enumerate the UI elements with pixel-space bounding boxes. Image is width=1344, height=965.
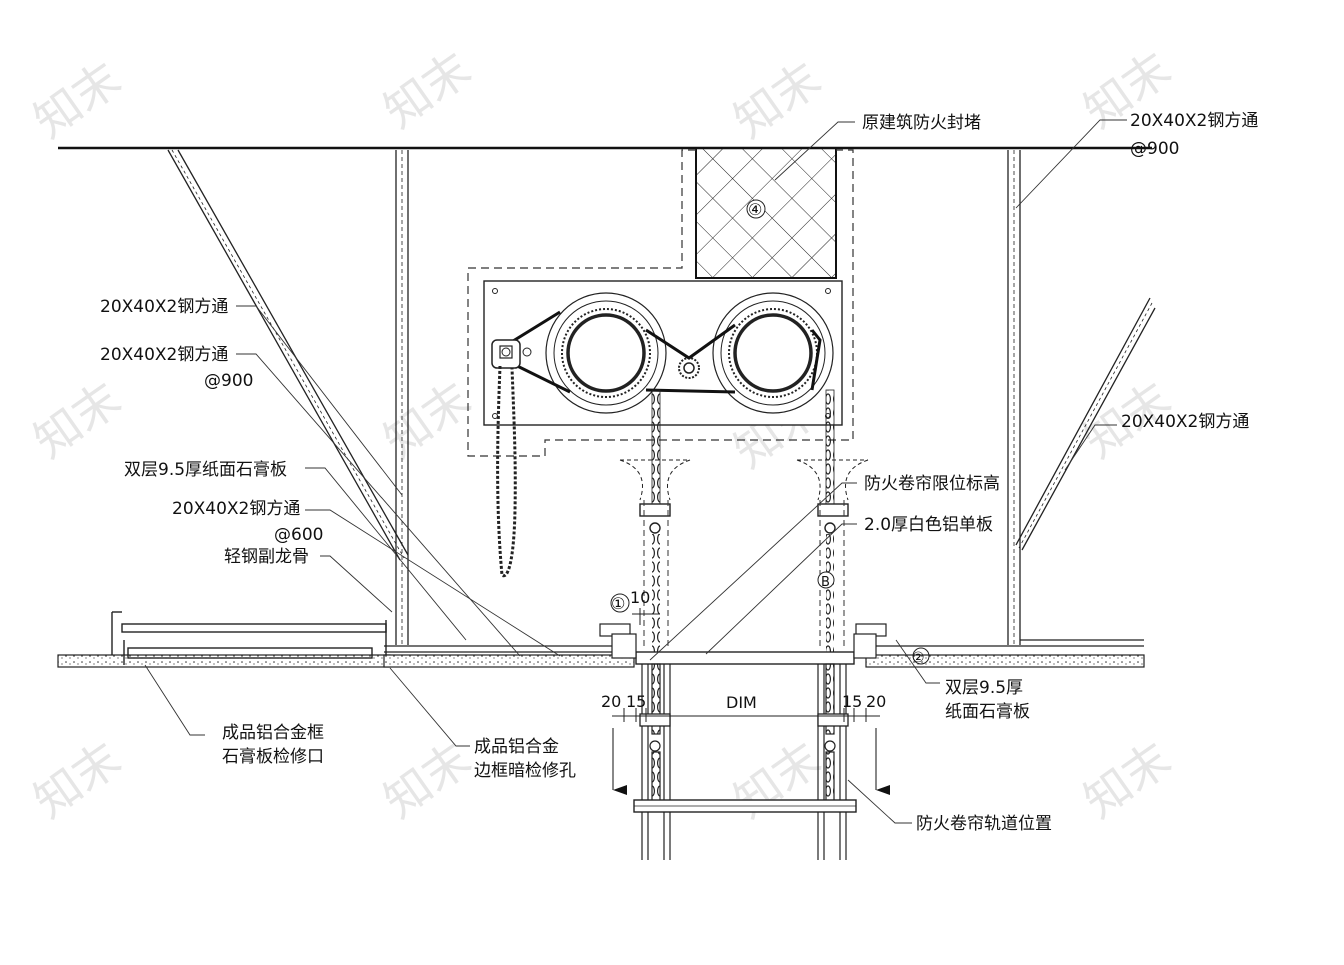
- label-steel-tube-top-right: 20X40X2钢方通: [1130, 111, 1258, 131]
- label-limit-elevation: 防火卷帘限位标高: [864, 474, 1000, 494]
- shutter-drop-rod-right: [817, 389, 849, 654]
- marker-b: B: [821, 575, 830, 590]
- watermark: 知末: [1074, 731, 1180, 828]
- roller-left: [545, 292, 667, 414]
- watermark: 知末: [24, 51, 130, 148]
- label-hidden-access-2: 边框暗检修孔: [474, 761, 576, 781]
- chain-pulley-motor: [491, 339, 532, 369]
- label-gypsum-double-right: 双层9.5厚: [945, 678, 1023, 698]
- guide-rail-dashed-left: [643, 500, 669, 650]
- label-steel-tube-left-2-spacing: @900: [204, 371, 253, 391]
- dimension-line-group: [612, 608, 880, 722]
- dim-20-right: 20: [866, 692, 886, 711]
- dim-20-left: 20: [601, 692, 621, 711]
- drive-belt: [504, 310, 822, 394]
- guide-rail-lower-right: [817, 663, 849, 860]
- funnel-guide-left: [619, 459, 691, 501]
- label-hidden-access: 成品铝合金: [474, 737, 559, 757]
- label-fire-seal: 原建筑防火封堵: [862, 113, 981, 133]
- funnel-guide-right: [796, 459, 869, 501]
- fire-seal-block: ④: [695, 147, 837, 279]
- watermark: 知末: [724, 51, 830, 148]
- label-aluminum-plate: 2.0厚白色铝单板: [864, 515, 993, 535]
- label-access-panel-2: 石膏板检修口: [222, 746, 324, 767]
- vertical-steel-hanger-right: [1007, 150, 1021, 645]
- diagonal-steel-brace-right: [1015, 297, 1156, 551]
- shutter-bottom-bar: [633, 799, 857, 813]
- marker-1-group: ①: [610, 593, 630, 613]
- watermark: 知末: [724, 731, 830, 828]
- shutter-roller-box: [483, 280, 843, 426]
- vertical-steel-hanger-left: [395, 150, 409, 645]
- hand-chain-loop: [496, 365, 517, 578]
- ceiling-gypsum-right: [865, 639, 1145, 668]
- marker-2-group: ②: [912, 647, 930, 666]
- watermark: 知末: [24, 371, 130, 468]
- marker-4: ④: [748, 200, 762, 219]
- marker-2: ②: [912, 650, 925, 666]
- label-steel-tube-left-2: 20X40X2钢方通: [100, 345, 228, 365]
- shutter-drop-rod-left: [639, 389, 671, 654]
- label-steel-tube-right-mid: 20X40X2钢方通: [1121, 412, 1249, 432]
- guide-rail-lower-left: [639, 663, 671, 860]
- marker-1: ①: [611, 594, 625, 613]
- dashed-enclosure-outline: [467, 149, 854, 457]
- label-steel-tube-600: 20X40X2钢方通: [172, 499, 300, 519]
- watermark: 知末: [374, 41, 480, 138]
- ceiling-gypsum-left: [57, 645, 635, 668]
- label-steel-tube-left-1: 20X40X2钢方通: [100, 297, 228, 317]
- dim-dim: DIM: [726, 693, 757, 712]
- label-gypsum-double-left: 双层9.5厚纸面石膏板: [124, 459, 287, 480]
- dim-10: 10: [630, 588, 650, 607]
- label-gypsum-double-right-2: 纸面石膏板: [945, 701, 1030, 722]
- watermark: 知末: [374, 371, 480, 468]
- diagonal-steel-brace-left: [167, 149, 409, 561]
- label-steel-tube-600-spacing: @600: [274, 525, 323, 545]
- dim-15-right: 15: [842, 692, 862, 711]
- label-track-position: 防火卷帘轨道位置: [916, 814, 1052, 834]
- aluminum-single-plate: [599, 623, 887, 665]
- watermark: 知末: [24, 731, 130, 828]
- leader-lines: [144, 119, 1127, 824]
- access-panel-frame: [111, 611, 387, 665]
- marker-b-group: B: [817, 571, 835, 590]
- label-light-steel-keel: 轻钢副龙骨: [224, 547, 309, 567]
- label-access-panel: 成品铝合金框: [222, 723, 324, 743]
- label-steel-tube-top-right-spacing: @900: [1130, 139, 1179, 159]
- dim-15-left: 15: [626, 692, 646, 711]
